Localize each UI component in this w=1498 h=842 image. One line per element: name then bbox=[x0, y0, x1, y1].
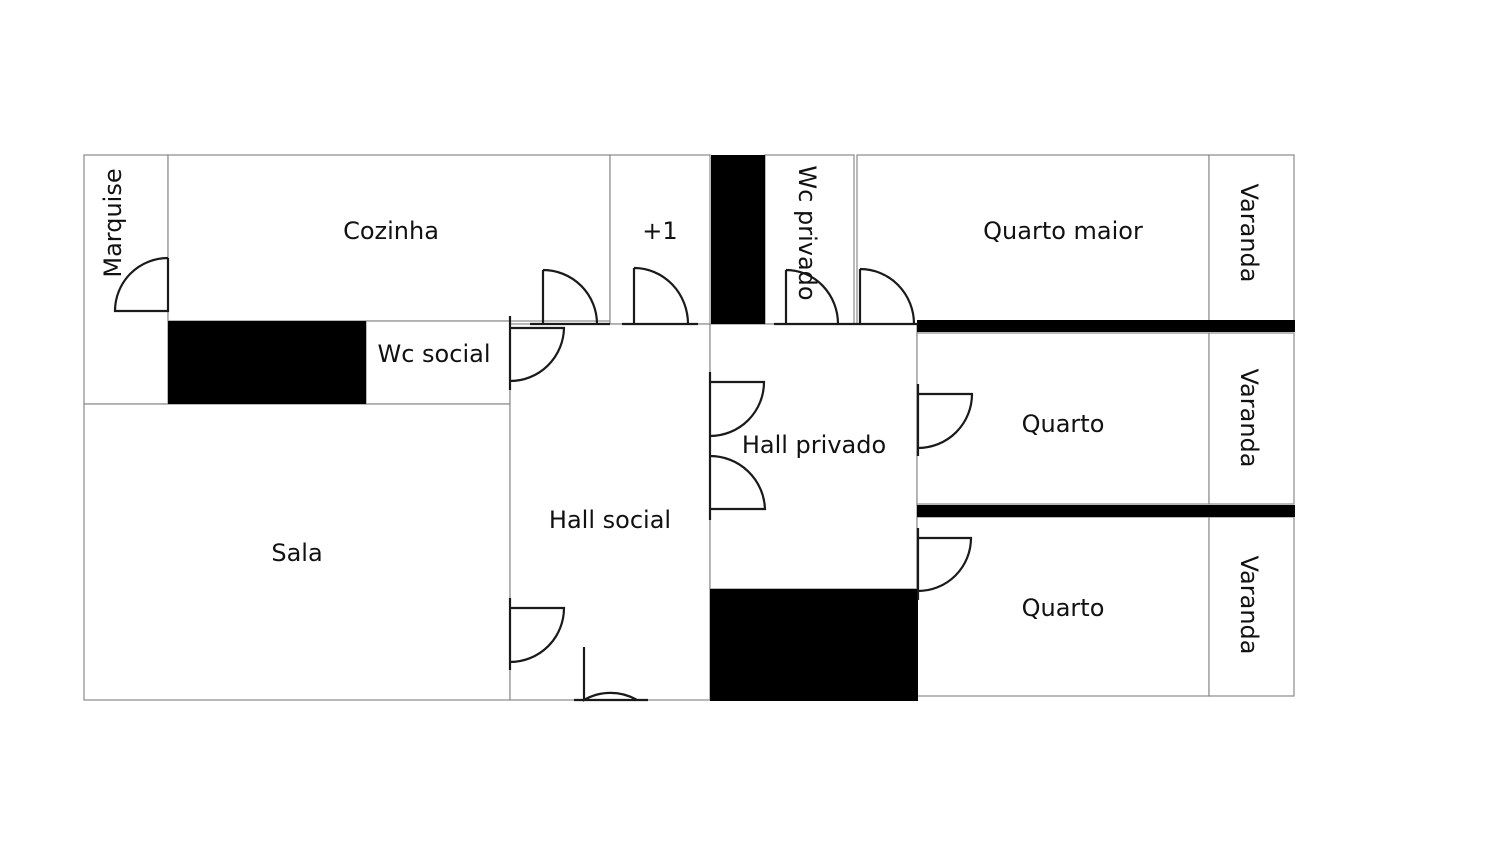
wall-block-kitchen bbox=[168, 321, 366, 404]
door-quarto-maior-icon bbox=[848, 267, 918, 326]
wall-block-hall bbox=[710, 589, 918, 701]
wall-shaft-wc bbox=[711, 155, 765, 324]
door-wc-social-icon bbox=[508, 316, 566, 390]
door-sala-icon bbox=[508, 598, 566, 670]
room-hall-privado bbox=[709, 323, 918, 590]
label-quarto-1: Quarto bbox=[1022, 410, 1105, 438]
door-hall-privado-2-icon bbox=[708, 446, 767, 520]
wall-divider-1 bbox=[917, 320, 1295, 332]
label-wc-social: Wc social bbox=[378, 340, 491, 368]
room-plus-one bbox=[609, 154, 711, 325]
door-quarto-1-icon bbox=[916, 384, 974, 456]
room-cozinha bbox=[167, 154, 611, 322]
room-quarto-maior bbox=[856, 154, 1210, 325]
door-cozinha-icon bbox=[530, 268, 610, 326]
door-marquise-icon bbox=[113, 256, 170, 313]
label-hall-privado: Hall privado bbox=[742, 431, 886, 459]
label-wc-privado: Wc privado bbox=[793, 165, 821, 300]
label-marquise: Marquise bbox=[99, 168, 127, 277]
room-varanda-2 bbox=[1208, 332, 1295, 505]
room-sala bbox=[83, 403, 511, 701]
label-varanda-1: Varanda bbox=[1235, 184, 1263, 283]
room-varanda-1 bbox=[1208, 154, 1295, 322]
door-plus-one-icon bbox=[622, 266, 698, 326]
room-wc-privado bbox=[764, 154, 855, 325]
wall-divider-2 bbox=[917, 505, 1295, 517]
door-quarto-2-icon bbox=[916, 528, 973, 600]
label-quarto-maior: Quarto maior bbox=[983, 217, 1143, 245]
label-hall-social: Hall social bbox=[549, 506, 671, 534]
door-entrance-icon bbox=[574, 647, 648, 702]
door-hall-privado-1-icon bbox=[708, 372, 766, 446]
label-varanda-3: Varanda bbox=[1235, 556, 1263, 655]
label-sala: Sala bbox=[271, 539, 322, 567]
label-varanda-2: Varanda bbox=[1235, 369, 1263, 468]
label-quarto-2: Quarto bbox=[1022, 594, 1105, 622]
room-quarto-2 bbox=[916, 516, 1210, 697]
label-plus-one: +1 bbox=[642, 217, 677, 245]
door-wc-privado-icon bbox=[774, 268, 848, 326]
label-cozinha: Cozinha bbox=[343, 217, 439, 245]
